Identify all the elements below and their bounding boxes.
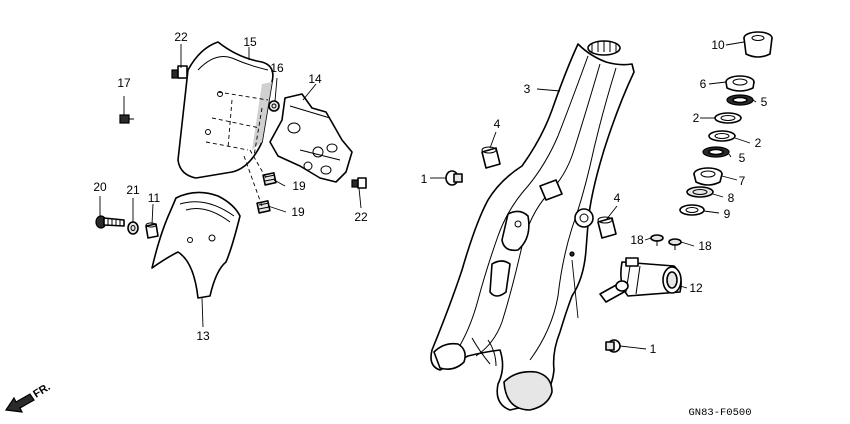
screw-17-part [119,114,134,124]
bolt-20-part [95,215,125,229]
thread-nut-6-part [725,75,755,92]
collar-4b-part [597,216,617,239]
callout-9: 9 [724,207,731,221]
callout-1b: 1 [650,342,657,356]
callout-12: 12 [689,281,703,295]
callout-labels: 1 1 2 2 3 4 4 5 5 6 7 8 9 10 11 12 13 14… [93,30,767,356]
cone-race-2b-part [708,130,736,142]
callout-19b: 19 [291,205,305,219]
bracket-part [269,93,353,183]
under-cover-part [151,191,241,299]
collar-4a-part [481,146,501,169]
callout-2b: 2 [755,136,762,150]
callout-17: 17 [117,76,131,90]
dust-seal-8-part [686,186,714,198]
ball-race-5b-part [702,146,730,158]
washer-21-part [127,221,139,235]
callout-20: 20 [93,180,107,194]
callout-4b: 4 [614,191,621,205]
bolt-1a-part [445,170,463,186]
washer-9-part [679,204,705,216]
callout-14: 14 [308,72,322,86]
diagram-code: GN83-F0500 [688,407,751,419]
callout-10: 10 [711,38,725,52]
callout-16: 16 [270,61,284,75]
clip-19b-part [256,200,271,214]
screw-22b-part [351,177,367,189]
callout-18b: 18 [698,239,712,253]
clip-19a-part [262,172,277,186]
callout-5b: 5 [739,151,746,165]
callout-13: 13 [196,329,210,343]
ball-race-5a-part [726,94,754,106]
cone-race-2a-part [714,112,742,124]
callout-19a: 19 [292,179,306,193]
callout-6: 6 [700,77,707,91]
callout-2a: 2 [693,111,700,125]
callout-11: 11 [148,191,161,205]
front-direction-arrow: FR. [4,381,53,413]
nut-16-part [268,100,280,112]
callout-22b: 22 [354,210,368,224]
callout-15: 15 [243,35,257,49]
callout-3: 3 [524,82,531,96]
callout-7: 7 [739,174,746,188]
key-part [599,280,629,303]
frame-body-part [430,40,635,411]
callout-18a: 18 [630,233,644,247]
front-direction-label: FR. [31,381,52,401]
callout-8: 8 [728,191,735,205]
screw-18a-part [650,234,664,246]
callout-22a: 22 [174,30,188,44]
screw-18b-part [668,238,682,250]
callout-1a: 1 [421,172,428,186]
callout-4a: 4 [494,117,501,131]
leader-lines [99,41,757,350]
callout-5a: 5 [761,95,768,109]
front-cover-part [177,41,274,179]
cone-race-7-part [693,167,723,186]
steering-lock-part [620,257,682,297]
bolt-1b-part [605,339,621,353]
collar-11-part [145,222,159,239]
lock-nut-10-part [743,31,773,58]
screw-22a-part [171,65,188,79]
callout-21: 21 [126,183,140,197]
